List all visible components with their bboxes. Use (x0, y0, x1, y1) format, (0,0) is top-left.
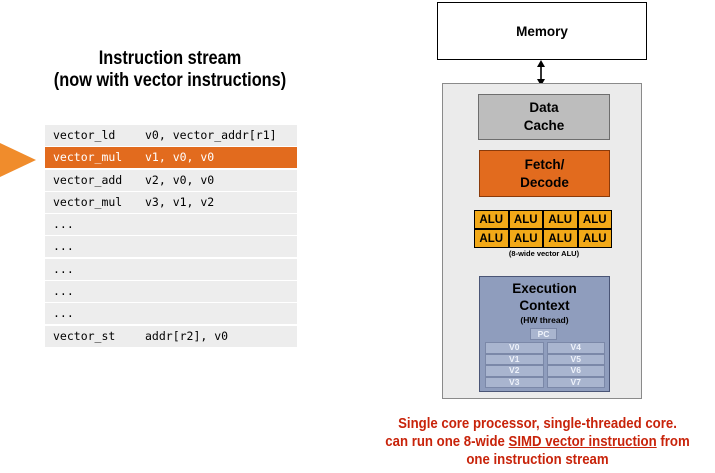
instruction-op: vector_mul (53, 194, 123, 209)
fetch-decode-block: Fetch/ Decode (479, 150, 610, 197)
caption-simd-term: SIMD vector instruction (508, 433, 657, 450)
caption-line2: can run one 8-wide SIMD vector instructi… (381, 433, 693, 451)
vector-register: V4 (546, 342, 605, 354)
memory-block: Memory (437, 2, 647, 60)
ctx-label-line1: Execution (512, 281, 577, 296)
instruction-op: vector_add (53, 172, 123, 187)
instruction-row: vector_st addr[r2], v0 (45, 325, 297, 347)
instruction-op: vector_st (53, 328, 116, 343)
instruction-args: v2, v0, v0 (145, 172, 215, 187)
alu-unit: ALU (508, 210, 543, 229)
instruction-row: vector_mul v3, v1, v2 (45, 191, 297, 213)
vector-register: V3 (485, 376, 544, 388)
caption-line1: Single core processor, single-threaded c… (398, 415, 677, 432)
arrow-down-head (537, 79, 545, 86)
alu-unit: ALU (474, 210, 509, 229)
instruction-row: ... (45, 214, 297, 236)
alu-unit: ALU (577, 210, 612, 229)
alu-unit: ALU (508, 229, 543, 248)
cache-label-line1: Data (529, 100, 559, 115)
fetch-label-line2: Decode (520, 174, 569, 190)
alu-unit: ALU (577, 229, 612, 248)
alu-unit: ALU (543, 210, 578, 229)
instruction-args: addr[r2], v0 (145, 328, 229, 343)
vector-register: V2 (485, 365, 544, 377)
hw-thread-label: (HW thread) (520, 315, 569, 325)
diagram-caption: Single core processor, single-threaded c… (381, 415, 693, 469)
alu-unit: ALU (543, 229, 578, 248)
arrow-up-head (537, 60, 545, 67)
vector-register: V1 (485, 353, 544, 365)
caption-line3: one instruction stream (466, 451, 609, 468)
cache-label-line2: Cache (523, 118, 565, 133)
instruction-row: ... (45, 281, 297, 303)
instruction-args: v1, v0, v0 (145, 150, 215, 165)
caption-line2-post: from (656, 433, 690, 450)
vector-register-file: V0 V4 V1 V5 V2 V6 V3 V7 (485, 342, 605, 388)
execution-context-title: Execution Context (479, 280, 610, 314)
instruction-op: ... (53, 239, 74, 254)
instruction-op: ... (53, 261, 74, 276)
current-instruction-pointer-icon (0, 143, 36, 177)
pc-register: PC (530, 328, 557, 340)
instruction-args: v3, v1, v2 (145, 194, 215, 209)
instruction-row: ... (45, 236, 297, 258)
instruction-op: vector_ld (53, 128, 116, 142)
instruction-op: ... (53, 217, 74, 232)
alu-unit: ALU (474, 229, 509, 248)
instruction-args: v0, vector_addr[r1] (145, 128, 277, 142)
vector-register: V6 (546, 365, 605, 377)
caption-line2-pre: can run one 8-wide (385, 433, 509, 450)
alu-caption: (8-wide vector ALU) (508, 249, 580, 258)
alu-array: ALU ALU ALU ALU ALU ALU ALU ALU (474, 210, 612, 248)
memory-label: Memory (516, 23, 568, 39)
data-cache-block: Data Cache (478, 94, 610, 140)
ctx-label-line2: Context (519, 298, 570, 313)
vector-register: V0 (485, 342, 544, 354)
fetch-label-line1: Fetch/ (524, 156, 565, 172)
stream-title-line1: Instruction stream (98, 48, 242, 69)
stream-title: Instruction stream (now with vector inst… (41, 48, 299, 92)
instruction-row: vector_ld v0, vector_addr[r1] (45, 125, 297, 146)
vector-register: V5 (546, 353, 605, 365)
instruction-op: ... (53, 306, 74, 321)
instruction-op: ... (53, 284, 74, 299)
instruction-op: vector_mul (53, 150, 123, 165)
memory-link-arrow-icon (537, 60, 545, 86)
instruction-row-current: vector_mul v1, v0, v0 (45, 147, 297, 169)
stream-title-line2: (now with vector instructions) (53, 70, 287, 91)
instruction-row: ... (45, 258, 297, 280)
vector-register: V7 (546, 376, 605, 388)
instruction-row: ... (45, 303, 297, 325)
instruction-row: vector_add v2, v0, v0 (45, 169, 297, 191)
